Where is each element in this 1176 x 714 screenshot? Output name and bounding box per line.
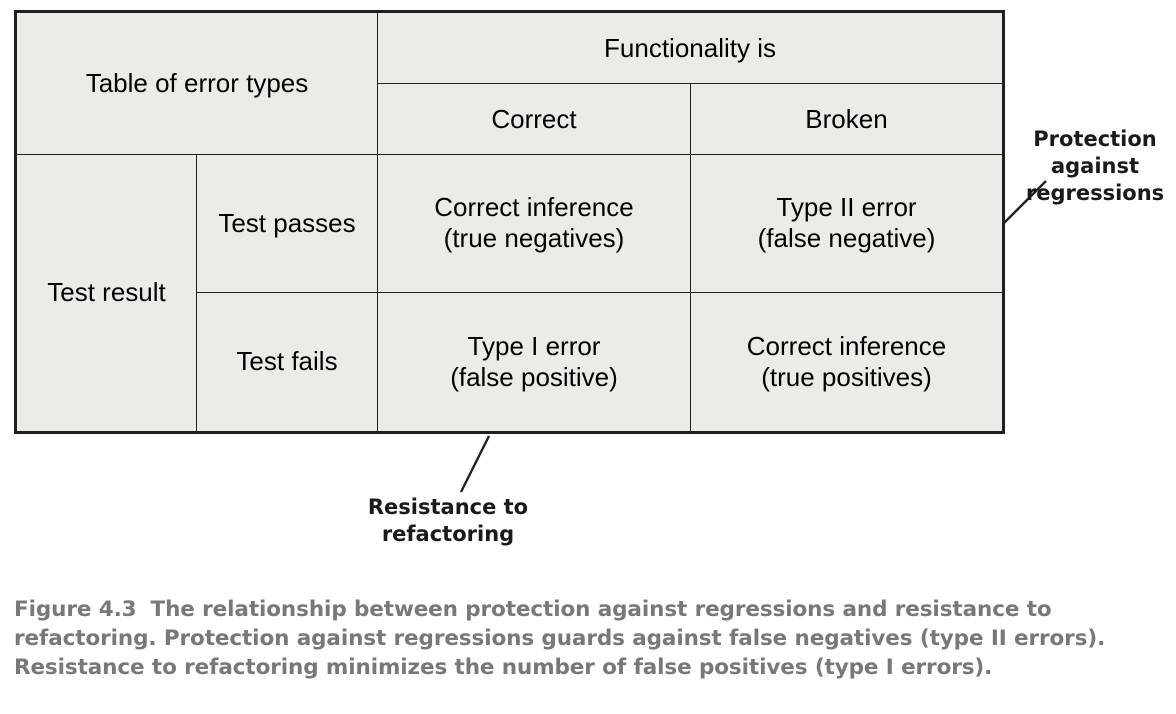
table-row-test-passes: Test result Test passes Correct inferenc…: [15, 153, 1004, 434]
row-header-test-fails: Test fails: [196, 291, 378, 434]
callout-resistance-to-refactoring: Resistance to refactoring: [367, 495, 529, 546]
table-row-column-headers: Correct Broken: [16, 83, 1004, 155]
error-types-matrix: Table of error types Functionality is Co…: [14, 10, 1005, 434]
cell-line-secondary: (true positives): [761, 361, 932, 392]
caption-label: Figure 4.3: [14, 597, 137, 622]
column-group-header: Functionality is: [377, 10, 1004, 85]
cell-line-primary: Correct inference: [746, 331, 947, 362]
cell-correct-test-fails: Type I error (false positive): [377, 291, 691, 434]
column-header-broken: Broken: [690, 83, 1004, 155]
caption-text: The relationship between protection agai…: [14, 597, 1106, 680]
cell-line-secondary: (false positive): [450, 361, 618, 392]
cell-broken-test-passes: Type II error (false negative): [690, 153, 1004, 293]
table-row-test-fails: Test fails Type I error (false positive)…: [16, 291, 1004, 434]
cell-broken-test-fails: Correct inference (true positives): [690, 291, 1004, 434]
cell-line-primary: Type I error: [467, 331, 601, 362]
leader-line-resistance: [459, 435, 491, 493]
cell-line-secondary: (true negatives): [443, 223, 625, 254]
cell-line-secondary: (false negative): [757, 223, 936, 254]
table-row-group-header: Table of error types Functionality is: [15, 10, 1004, 155]
row-header-test-passes: Test passes: [196, 153, 378, 293]
cell-correct-test-passes: Correct inference (true negatives): [377, 153, 691, 293]
cell-line-primary: Correct inference: [434, 192, 634, 223]
column-header-correct: Correct: [377, 83, 691, 155]
callout-protection-against-regressions: Protection against regressions: [1025, 127, 1165, 205]
figure-area: Table of error types Functionality is Co…: [14, 10, 1165, 546]
row-group-label-test-result: Test result: [15, 153, 197, 434]
cell-line-primary: Type II error: [776, 192, 917, 223]
matrix-corner-label: Table of error types: [15, 11, 378, 155]
